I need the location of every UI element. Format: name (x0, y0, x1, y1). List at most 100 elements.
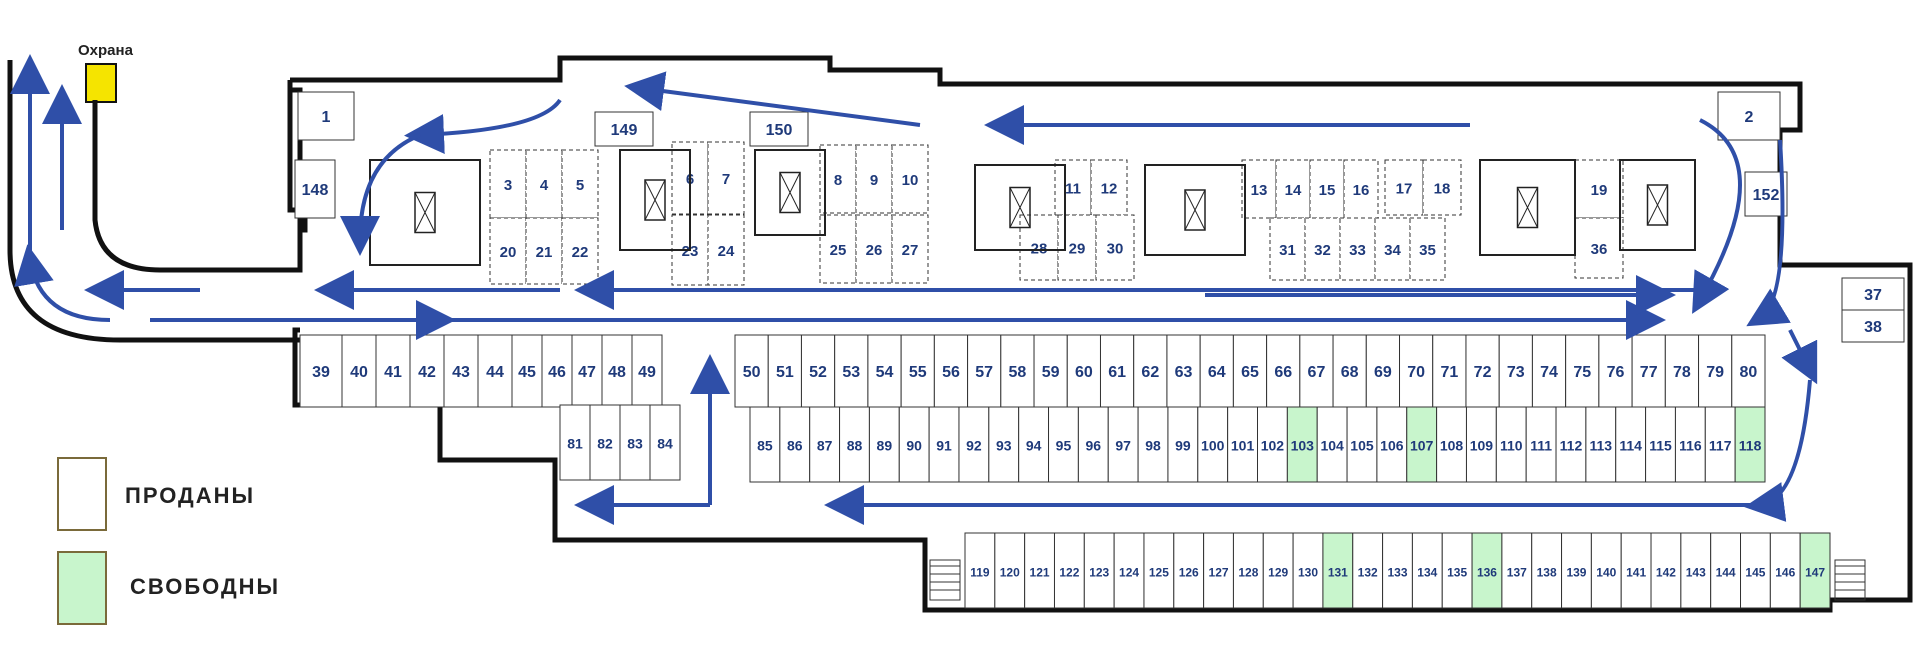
parking-spot-86[interactable]: 86 (779, 406, 811, 483)
parking-spot-127[interactable]: 127 (1203, 532, 1234, 609)
parking-spot-14[interactable]: 14 (1275, 159, 1311, 219)
parking-spot-91[interactable]: 91 (928, 406, 960, 483)
parking-spot-139[interactable]: 139 (1561, 532, 1592, 609)
parking-spot-64[interactable]: 64 (1199, 334, 1234, 408)
parking-spot-15[interactable]: 15 (1309, 159, 1345, 219)
parking-spot-18[interactable]: 18 (1422, 159, 1462, 216)
parking-spot-50[interactable]: 50 (734, 334, 769, 408)
parking-spot-42[interactable]: 42 (409, 334, 445, 408)
parking-spot-130[interactable]: 130 (1292, 532, 1324, 609)
parking-spot-47[interactable]: 47 (571, 334, 603, 408)
parking-spot-110[interactable]: 110 (1495, 406, 1527, 483)
parking-spot-145[interactable]: 145 (1740, 532, 1771, 609)
parking-spot-35[interactable]: 35 (1409, 217, 1446, 281)
parking-spot-44[interactable]: 44 (477, 334, 513, 408)
parking-spot-79[interactable]: 79 (1698, 334, 1733, 408)
parking-spot-73[interactable]: 73 (1498, 334, 1533, 408)
parking-spot-148[interactable]: 148 (294, 159, 336, 219)
parking-spot-21[interactable]: 21 (525, 217, 563, 285)
parking-spot-108[interactable]: 108 (1436, 406, 1467, 483)
parking-spot-119[interactable]: 119 (964, 532, 996, 609)
parking-spot-118[interactable]: 118 (1734, 406, 1766, 483)
parking-spot-97[interactable]: 97 (1107, 406, 1139, 483)
parking-spot-89[interactable]: 89 (868, 406, 900, 483)
parking-spot-101[interactable]: 101 (1227, 406, 1259, 483)
parking-spot-9[interactable]: 9 (855, 144, 893, 214)
parking-spot-31[interactable]: 31 (1269, 217, 1306, 281)
parking-spot-88[interactable]: 88 (839, 406, 870, 483)
parking-spot-143[interactable]: 143 (1680, 532, 1712, 609)
parking-spot-121[interactable]: 121 (1024, 532, 1055, 609)
parking-spot-57[interactable]: 57 (967, 334, 1002, 408)
parking-spot-135[interactable]: 135 (1441, 532, 1473, 609)
parking-spot-39[interactable]: 39 (299, 334, 343, 408)
parking-spot-62[interactable]: 62 (1133, 334, 1168, 408)
parking-spot-136[interactable]: 136 (1471, 532, 1503, 609)
parking-spot-123[interactable]: 123 (1083, 532, 1115, 609)
parking-spot-24[interactable]: 24 (707, 214, 745, 286)
parking-spot-53[interactable]: 53 (834, 334, 869, 408)
parking-spot-141[interactable]: 141 (1620, 532, 1652, 609)
parking-spot-32[interactable]: 32 (1304, 217, 1341, 281)
parking-spot-125[interactable]: 125 (1143, 532, 1175, 609)
parking-spot-84[interactable]: 84 (649, 404, 681, 481)
parking-spot-36[interactable]: 36 (1574, 217, 1624, 279)
parking-spot-133[interactable]: 133 (1382, 532, 1413, 609)
parking-spot-75[interactable]: 75 (1565, 334, 1600, 408)
parking-spot-149[interactable]: 149 (594, 111, 654, 147)
parking-spot-114[interactable]: 114 (1615, 406, 1647, 483)
parking-spot-113[interactable]: 113 (1585, 406, 1617, 483)
parking-spot-87[interactable]: 87 (809, 406, 841, 483)
parking-spot-33[interactable]: 33 (1339, 217, 1376, 281)
parking-spot-82[interactable]: 82 (589, 404, 621, 481)
parking-spot-69[interactable]: 69 (1365, 334, 1401, 408)
parking-spot-124[interactable]: 124 (1113, 532, 1145, 609)
parking-spot-5[interactable]: 5 (561, 149, 599, 219)
parking-spot-4[interactable]: 4 (525, 149, 563, 219)
parking-spot-60[interactable]: 60 (1066, 334, 1101, 408)
parking-spot-41[interactable]: 41 (375, 334, 411, 408)
parking-spot-12[interactable]: 12 (1090, 159, 1128, 216)
parking-spot-54[interactable]: 54 (867, 334, 902, 408)
parking-spot-43[interactable]: 43 (443, 334, 479, 408)
parking-spot-40[interactable]: 40 (341, 334, 377, 408)
parking-spot-137[interactable]: 137 (1501, 532, 1533, 609)
parking-spot-10[interactable]: 10 (891, 144, 929, 214)
parking-spot-67[interactable]: 67 (1299, 334, 1334, 408)
parking-spot-109[interactable]: 109 (1465, 406, 1497, 483)
parking-spot-111[interactable]: 111 (1525, 406, 1557, 483)
parking-spot-98[interactable]: 98 (1137, 406, 1169, 483)
parking-spot-144[interactable]: 144 (1710, 532, 1742, 609)
parking-spot-2[interactable]: 2 (1717, 91, 1781, 141)
parking-spot-115[interactable]: 115 (1645, 406, 1676, 483)
parking-spot-13[interactable]: 13 (1241, 159, 1277, 219)
parking-spot-7[interactable]: 7 (707, 141, 745, 215)
parking-spot-100[interactable]: 100 (1197, 406, 1229, 483)
parking-spot-22[interactable]: 22 (561, 217, 599, 285)
parking-spot-117[interactable]: 117 (1704, 406, 1736, 483)
parking-spot-105[interactable]: 105 (1346, 406, 1378, 483)
parking-spot-27[interactable]: 27 (891, 214, 929, 284)
parking-spot-140[interactable]: 140 (1590, 532, 1622, 609)
parking-spot-29[interactable]: 29 (1057, 214, 1097, 281)
parking-spot-66[interactable]: 66 (1266, 334, 1301, 408)
parking-spot-74[interactable]: 74 (1531, 334, 1567, 408)
parking-spot-68[interactable]: 68 (1332, 334, 1367, 408)
parking-spot-78[interactable]: 78 (1664, 334, 1700, 408)
parking-spot-38[interactable]: 38 (1841, 309, 1905, 343)
parking-spot-103[interactable]: 103 (1286, 406, 1318, 483)
parking-spot-126[interactable]: 126 (1173, 532, 1205, 609)
parking-spot-80[interactable]: 80 (1731, 334, 1766, 408)
parking-spot-16[interactable]: 16 (1343, 159, 1379, 219)
parking-spot-51[interactable]: 51 (767, 334, 802, 408)
parking-spot-46[interactable]: 46 (541, 334, 573, 408)
parking-spot-34[interactable]: 34 (1374, 217, 1411, 281)
parking-spot-93[interactable]: 93 (988, 406, 1020, 483)
parking-spot-134[interactable]: 134 (1411, 532, 1443, 609)
parking-spot-59[interactable]: 59 (1033, 334, 1068, 408)
parking-spot-71[interactable]: 71 (1432, 334, 1467, 408)
parking-spot-63[interactable]: 63 (1166, 334, 1201, 408)
parking-spot-104[interactable]: 104 (1316, 406, 1348, 483)
parking-spot-112[interactable]: 112 (1555, 406, 1587, 483)
parking-spot-19[interactable]: 19 (1574, 159, 1624, 219)
